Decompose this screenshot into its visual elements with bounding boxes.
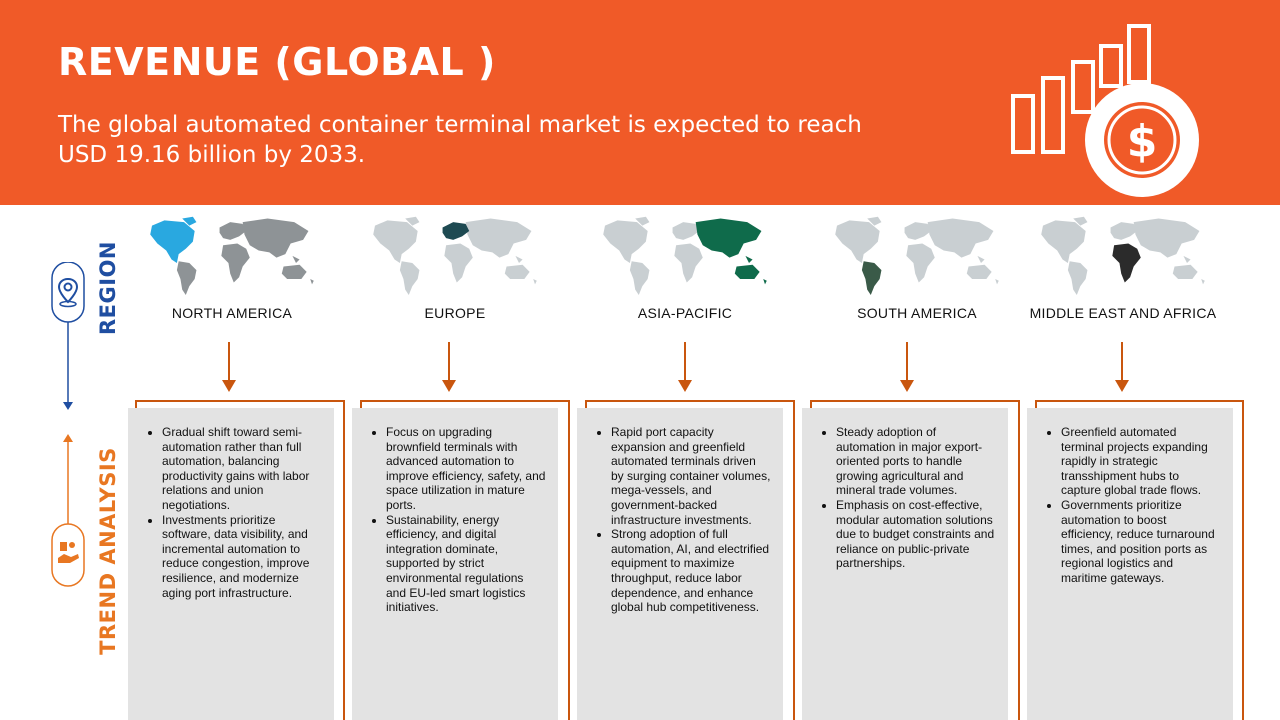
bullet-item: Focus on upgrading brownfield terminals … — [386, 425, 546, 513]
page-title: REVENUE (GLOBAL ) — [58, 40, 496, 84]
trend-card-europe: Focus on upgrading brownfield terminals … — [352, 408, 558, 720]
bullet-list: Steady adoption of automation in major e… — [814, 425, 996, 571]
region-side-label: REGION — [92, 238, 122, 338]
bullet-item: Rapid port capacity expansion and greenf… — [611, 425, 771, 527]
bullet-item: Greenfield automated terminal projects e… — [1061, 425, 1221, 498]
side-timeline — [51, 262, 85, 587]
down-arrow-icon — [678, 342, 692, 392]
trend-card-asia-pacific: Rapid port capacity expansion and greenf… — [577, 408, 783, 720]
bullet-item: Emphasis on cost-effective, modular auto… — [836, 498, 996, 571]
region-name-middle-east-africa: MIDDLE EAST AND AFRICA — [1029, 305, 1217, 321]
page-subtitle: The global automated container terminal … — [58, 112, 862, 168]
bullet-list: Focus on upgrading brownfield terminals … — [364, 425, 546, 615]
region-name-north-america: NORTH AMERICA — [171, 305, 293, 321]
down-arrow-icon — [1115, 342, 1129, 392]
world-map-north-america-highlight-icon — [150, 216, 314, 295]
bullet-item: Steady adoption of automation in major e… — [836, 425, 996, 498]
trend-card-south-america: Steady adoption of automation in major e… — [802, 408, 1008, 720]
region-label-text: REGION — [96, 241, 120, 335]
region-name-europe: EUROPE — [424, 305, 486, 321]
trend-card-north-america: Gradual shift toward semi-automation rat… — [128, 408, 334, 720]
bullet-item: Sustainability, energy efficiency, and d… — [386, 513, 546, 615]
bullet-item: Governments prioritize automation to boo… — [1061, 498, 1221, 586]
bullet-item: Investments prioritize software, data vi… — [162, 513, 322, 601]
world-map-asia-pacific-highlight-icon — [603, 216, 767, 295]
region-pill — [51, 262, 85, 323]
bullet-list: Rapid port capacity expansion and greenf… — [589, 425, 771, 615]
down-arrow-icon — [222, 342, 236, 392]
bullet-list: Greenfield automated terminal projects e… — [1039, 425, 1221, 586]
bullet-item: Strong adoption of full automation, AI, … — [611, 527, 771, 615]
down-arrow-icon — [442, 342, 456, 392]
revenue-bar-chart-dollar-icon: $ — [1011, 24, 1199, 197]
world-map-europe-highlight-icon — [373, 216, 537, 295]
trend-pill — [51, 523, 85, 587]
world-map-south-america-highlight-icon — [835, 216, 999, 295]
region-name-south-america: SOUTH AMERICA — [857, 305, 977, 321]
down-arrow-icon — [900, 342, 914, 392]
hand-holding-money-icon — [58, 542, 79, 563]
bullet-item: Gradual shift toward semi-automation rat… — [162, 425, 322, 513]
region-name-asia-pacific: ASIA-PACIFIC — [637, 305, 733, 321]
trend-side-label: TREND ANALYSIS — [92, 440, 122, 662]
header-banner: REVENUE (GLOBAL ) The global automated c… — [0, 0, 1280, 205]
world-map-middle-east-africa-highlight-icon — [1041, 216, 1205, 295]
trend-card-middle-east-africa: Greenfield automated terminal projects e… — [1027, 408, 1233, 720]
dollar-sign: $ — [1127, 116, 1158, 167]
bullet-list: Gradual shift toward semi-automation rat… — [140, 425, 322, 600]
trend-label-text: TREND ANALYSIS — [96, 447, 120, 655]
location-pin-icon — [57, 277, 79, 308]
